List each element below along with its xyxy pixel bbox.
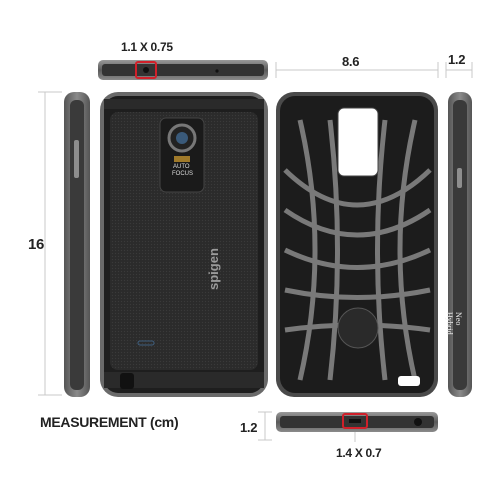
- bottom-edge-view: [276, 412, 438, 432]
- case-back: [100, 92, 268, 397]
- top-edge-view: [98, 60, 268, 80]
- thickness-top-dimension: 1.2: [448, 52, 466, 67]
- top-port-dimension: 1.1 X 0.75: [121, 40, 173, 54]
- bottom-port-dimension: 1.4 X 0.7: [336, 446, 382, 460]
- width-dimension: 8.6: [342, 54, 360, 69]
- camera-label-auto: AUTO: [173, 164, 190, 170]
- case-inside: [276, 92, 438, 397]
- thickness-bottom-dimension: 1.2: [240, 420, 258, 435]
- measurement-caption: MEASUREMENT (cm): [40, 414, 179, 430]
- dimension-lines: [38, 62, 473, 442]
- brand-logo-text: spigen: [206, 248, 221, 290]
- camera-label-focus: FOCUS: [172, 171, 193, 177]
- right-side-view: [448, 92, 472, 397]
- height-dimension: 16: [28, 236, 45, 253]
- model-name-text: Neo Hybrid: [445, 312, 463, 335]
- left-side-view: [64, 92, 90, 397]
